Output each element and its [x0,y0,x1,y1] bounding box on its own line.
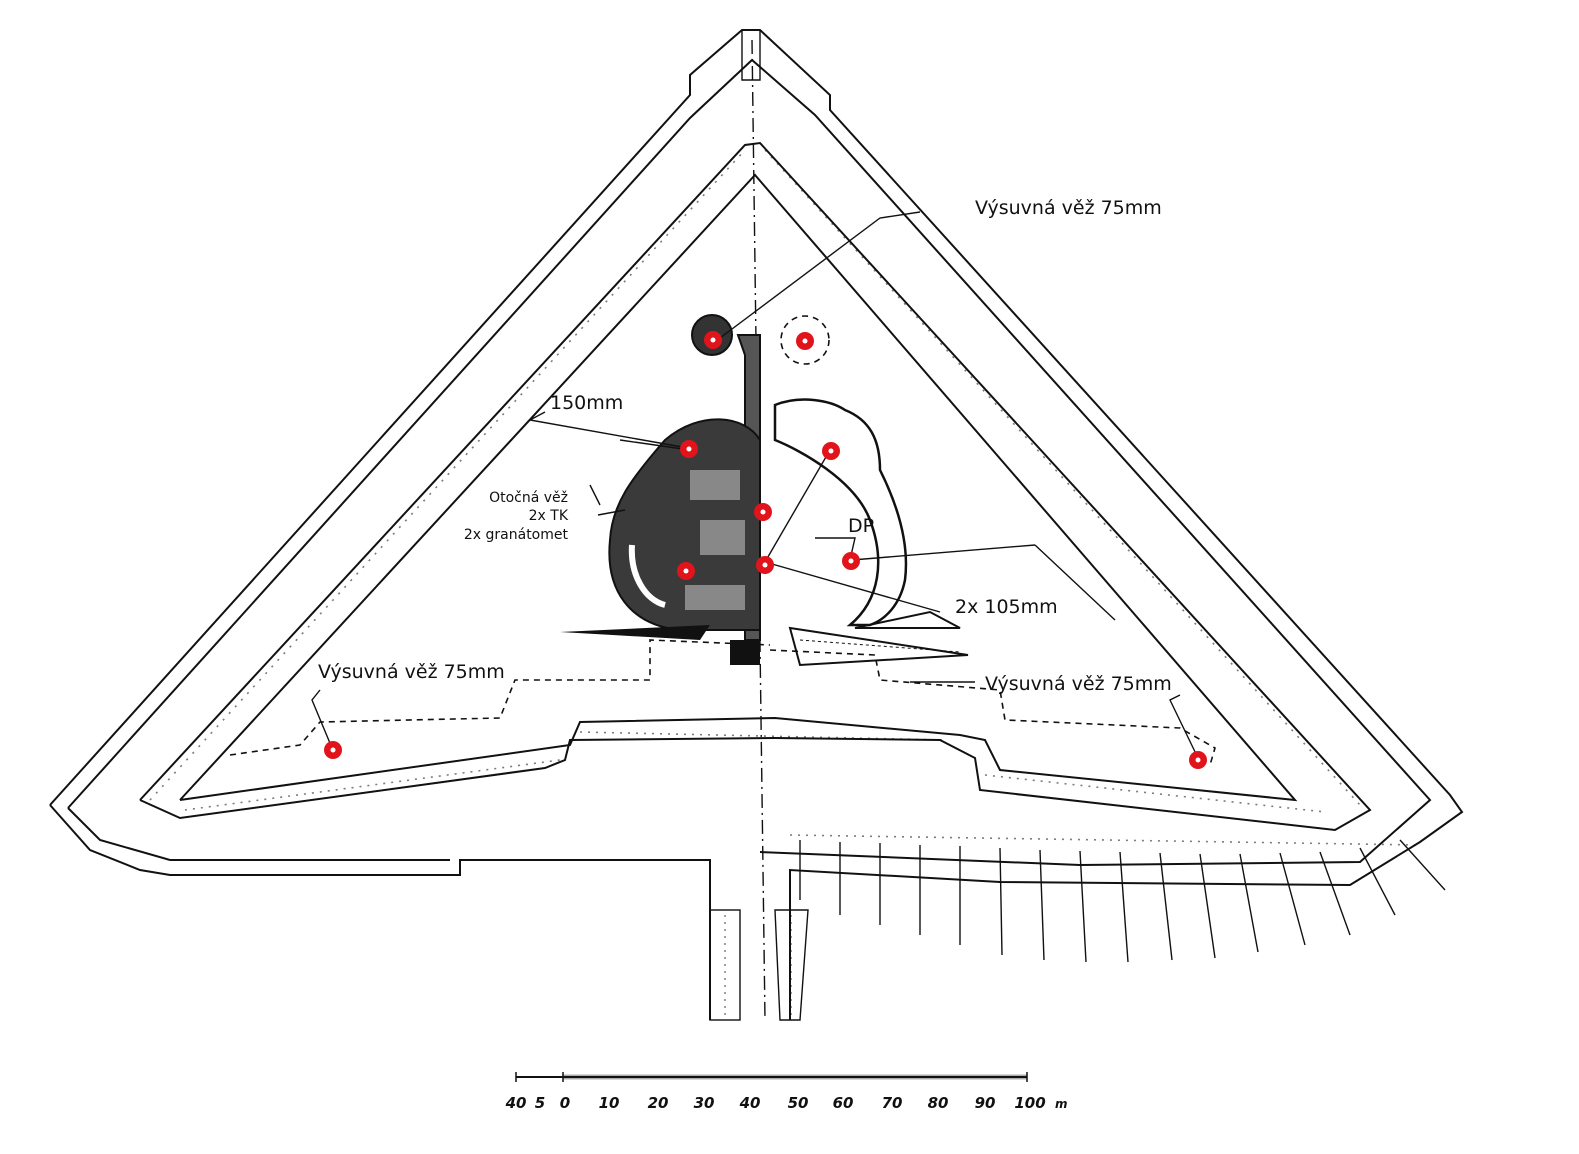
marker-150mm [680,440,698,458]
marker-105mm [756,556,774,574]
outer-ditch [789,834,1446,963]
marker-turret-right [1189,751,1207,769]
scale-tick-60: 60 [833,1094,854,1112]
scale-tick-50: 50 [788,1094,809,1112]
outer-wall [49,29,1464,1020]
scale-tick-0: 0 [560,1094,570,1112]
central-blockhouse [560,314,908,665]
casemate-wedges [788,610,969,667]
inner-rampart [139,141,1372,832]
scale-tick-80: 80 [928,1094,949,1112]
scale-tick-90: 90 [975,1094,996,1112]
entrance-ramp [709,909,809,1021]
marker-rotating-turret [754,503,772,521]
scale-tick-10: 10 [599,1094,620,1112]
scale-tick-40-left: 40 [505,1094,527,1112]
label-dp: DP [848,515,874,537]
scale-unit: m [1055,1097,1068,1111]
label-rotating-turret-3: 2x granátomet [464,527,569,543]
marker-turret-top-right [796,332,814,350]
label-150mm: 150mm [550,392,623,414]
label-rotating-turret-2: 2x TK [529,508,569,524]
marker-turret-left [324,741,342,759]
scale-tick-100: 100 [1014,1094,1045,1112]
scale-tick-5: 5 [535,1094,545,1112]
dashed-outlines [229,315,1216,766]
label-turret-top: Výsuvná věž 75mm [975,197,1162,219]
center-axis [751,39,766,1021]
scale-tick-40: 40 [739,1094,761,1112]
marker-turret-top-left [704,331,722,349]
scale-tick-20: 20 [648,1094,669,1112]
markers [324,331,1207,769]
scale-tick-70: 70 [882,1094,903,1112]
scale-bar: 40 5 0 10 20 30 40 50 60 70 80 90 100 m [505,1072,1068,1112]
marker-dp [842,552,860,570]
scale-tick-30: 30 [694,1094,715,1112]
marker-blockhouse-left [677,562,695,580]
label-rotating-turret-1: Otočná věž [489,490,568,506]
label-turret-right: Výsuvná věž 75mm [985,673,1172,695]
label-turret-left: Výsuvná věž 75mm [318,661,505,683]
label-105mm: 2x 105mm [955,596,1058,618]
marker-casemate-right [822,442,840,460]
